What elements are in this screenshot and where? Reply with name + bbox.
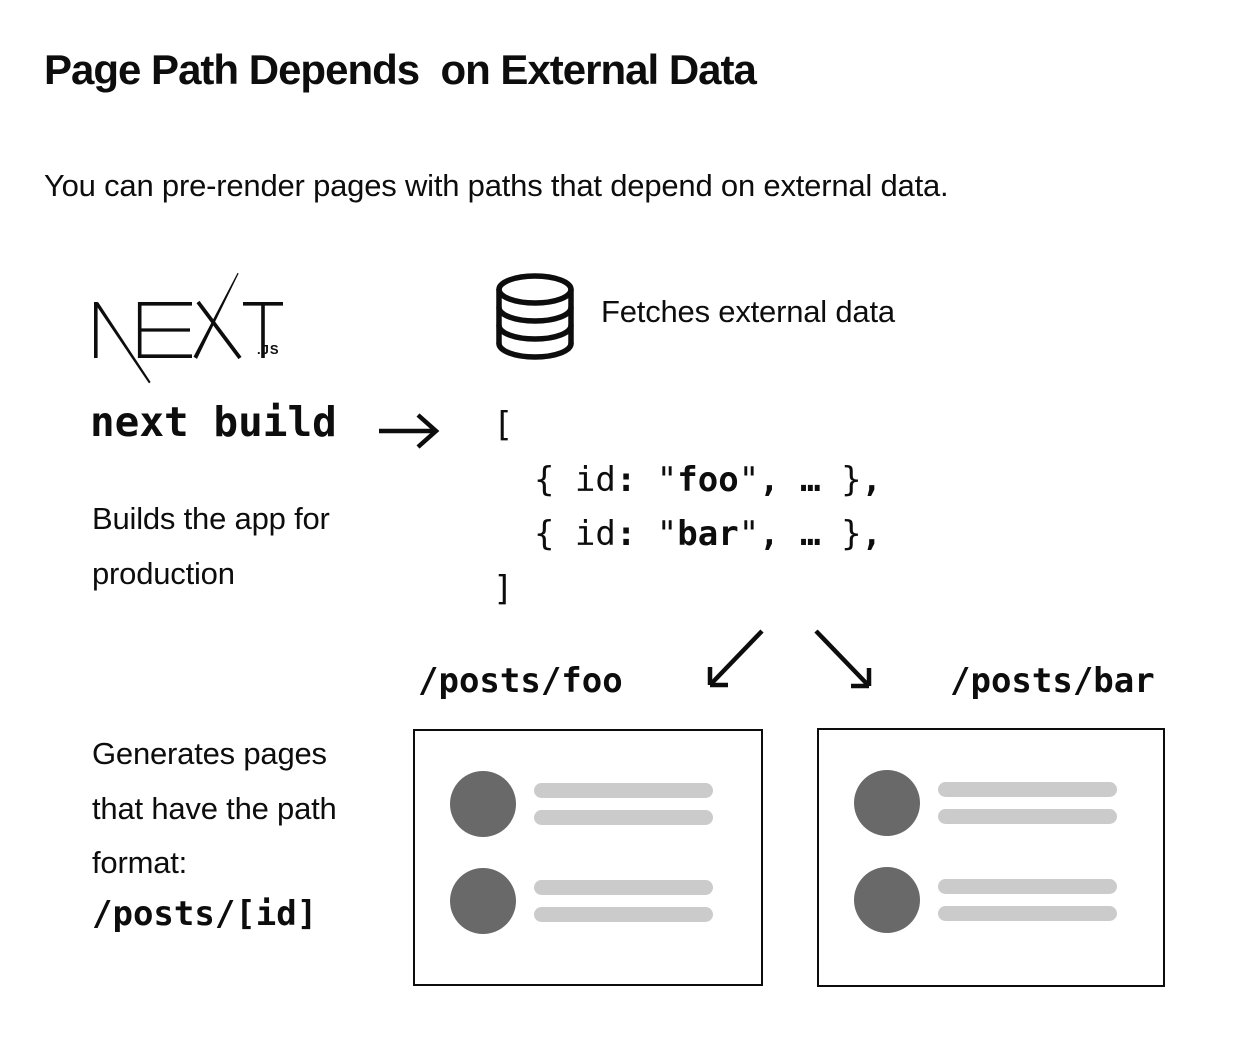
nextjs-logo: .JS <box>94 272 283 384</box>
list-item <box>450 868 713 934</box>
text-line-placeholder <box>534 880 713 895</box>
code-segment: , … <box>759 514 842 554</box>
path-label-bar: /posts/bar <box>950 661 1155 701</box>
nextjs-logo-n-tail <box>94 302 151 384</box>
text-line-placeholder <box>938 782 1117 797</box>
code-segment: , <box>861 514 883 554</box>
list-item <box>450 771 713 837</box>
text-lines <box>938 782 1117 824</box>
text-line-placeholder <box>534 907 713 922</box>
arrow-down-left-icon <box>707 629 764 688</box>
code-segment: , <box>861 459 883 500</box>
code-segment: : <box>615 514 637 554</box>
code-line: [ <box>493 398 882 453</box>
path-format: /posts/[id] <box>92 894 318 934</box>
text-line-placeholder <box>534 783 713 798</box>
page-card-foo <box>413 729 763 986</box>
code-segment: bar <box>677 514 739 554</box>
code-segment: [ <box>493 405 514 445</box>
code-segment: } <box>841 514 862 554</box>
code-segment: { id <box>493 514 616 554</box>
code-segment: } <box>841 459 862 500</box>
code-block: [ { id: "foo", … }, { id: "bar", … },] <box>493 398 882 616</box>
code-segment: " <box>738 459 760 500</box>
list-item <box>854 867 1117 933</box>
avatar-placeholder <box>450 868 516 934</box>
text-line-placeholder <box>938 809 1117 824</box>
code-segment: " <box>738 514 760 554</box>
generates-caption: Generates pages that have the path forma… <box>92 736 337 880</box>
path-label-foo: /posts/foo <box>418 661 623 701</box>
text-lines <box>534 783 713 825</box>
text-line-placeholder <box>534 810 713 825</box>
code-segment: " <box>636 459 678 500</box>
avatar-placeholder <box>854 770 920 836</box>
fetch-label: Fetches external data <box>601 294 895 329</box>
arrow-right-icon <box>379 413 440 449</box>
page-subtitle: You can pre-render pages with paths that… <box>44 168 949 203</box>
code-segment: foo <box>677 459 739 500</box>
nextjs-logo-suffix: .JS <box>257 342 280 357</box>
code-segment: { id <box>493 459 616 500</box>
code-segment: , … <box>759 459 842 500</box>
text-lines <box>938 879 1117 921</box>
code-segment: " <box>636 514 678 554</box>
build-caption: Builds the app for production <box>92 501 330 591</box>
code-line: { id: "bar", … }, <box>493 507 882 562</box>
page-title: Page Path Depends on External Data <box>44 46 757 93</box>
text-lines <box>534 880 713 922</box>
text-line-placeholder <box>938 879 1117 894</box>
avatar-placeholder <box>450 771 516 837</box>
arrow-down-right-icon <box>814 629 872 689</box>
avatar-placeholder <box>854 867 920 933</box>
text-line-placeholder <box>938 906 1117 921</box>
list-item <box>854 770 1117 836</box>
code-segment: ] <box>493 568 514 609</box>
next-build-command: next build <box>90 398 337 446</box>
nextjs-logo-x-tail <box>193 272 239 359</box>
code-segment: : <box>615 459 637 500</box>
database-icon <box>496 273 574 360</box>
code-line: ] <box>493 562 882 617</box>
page-card-bar <box>817 728 1165 987</box>
code-line: { id: "foo", … }, <box>493 453 882 508</box>
